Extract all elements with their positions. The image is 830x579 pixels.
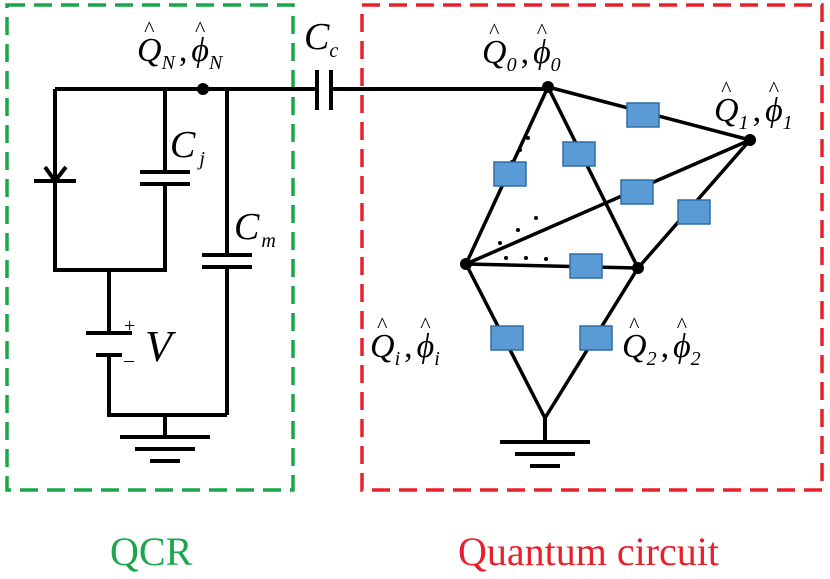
label-qi-q-sub: i — [394, 348, 401, 370]
edge-i-1 — [465, 138, 751, 266]
label-qn-phi: ϕ — [191, 18, 209, 68]
label-cc: Cc — [304, 16, 338, 61]
label-q2-q-sub: 2 — [646, 348, 657, 370]
label-q0-q-sub: 0 — [506, 54, 517, 76]
label-cm-sub: m — [261, 230, 276, 252]
label-qi-phi: ϕ — [417, 314, 435, 364]
label-v: V — [145, 322, 172, 371]
dotted-lines — [498, 136, 548, 261]
label-q2-q: Q — [622, 314, 647, 364]
label-q0: Q0,ϕ0 — [482, 20, 561, 75]
label-cc-main: C — [304, 16, 330, 58]
junction-box — [579, 325, 613, 351]
label-q2-comma: , — [660, 328, 670, 365]
cj-capacitor-icon — [140, 170, 190, 186]
junction-box — [569, 253, 603, 279]
label-q2: Q2,ϕ2 — [622, 314, 701, 369]
label-q1-q-sub: 1 — [738, 112, 749, 134]
label-qi-comma: , — [404, 328, 413, 365]
label-qn-q: Q — [137, 18, 162, 68]
cc-capacitor-icon — [315, 70, 333, 110]
label-qi-q: Q — [370, 314, 395, 364]
node-qn — [197, 83, 209, 95]
label-qn-phi-sub: N — [209, 52, 223, 74]
battery-wire — [107, 270, 227, 417]
label-qn: QN,ϕN — [137, 18, 222, 73]
junction-box — [677, 199, 711, 225]
label-q0-phi: ϕ — [533, 20, 551, 70]
node-2 — [632, 262, 644, 274]
label-q0-comma: , — [520, 34, 530, 71]
cj-wire — [109, 89, 167, 272]
label-cm-main: C — [234, 206, 260, 248]
label-q1-comma: , — [752, 92, 762, 129]
label-q1-phi-sub: 1 — [782, 112, 793, 134]
junction-box — [620, 179, 654, 205]
ground-icon-left — [120, 435, 210, 463]
ground-icon-right — [500, 440, 590, 468]
label-q0-q: Q — [482, 20, 507, 70]
junction-box — [562, 141, 596, 167]
junction-box — [626, 102, 660, 128]
quantum-box — [360, 3, 824, 492]
junction-box — [490, 325, 524, 351]
label-qn-comma: , — [178, 32, 188, 69]
battery-plus: + — [124, 315, 136, 337]
label-q1-phi: ϕ — [765, 78, 783, 128]
qcr-box — [5, 3, 295, 492]
label-cj-sub: j — [199, 148, 205, 170]
label-q2-phi: ϕ — [673, 314, 691, 364]
node-i — [460, 258, 472, 270]
junction-box — [493, 161, 527, 187]
battery-icon — [86, 331, 132, 357]
left-wire — [53, 89, 109, 272]
cm-capacitor-icon — [202, 253, 252, 269]
edge-0-2 — [546, 86, 640, 269]
label-q1: Q1,ϕ1 — [714, 78, 793, 133]
label-q2-phi-sub: 2 — [690, 348, 701, 370]
node-1 — [744, 134, 756, 146]
label-qn-q-sub: N — [161, 52, 175, 74]
label-qi: Qi,ϕi — [370, 314, 440, 369]
caption-quantum-circuit: Quantum circuit — [458, 529, 720, 574]
diode-icon — [34, 165, 76, 185]
label-q0-phi-sub: 0 — [550, 54, 561, 76]
label-qi-phi-sub: i — [434, 348, 440, 370]
label-q1-q: Q — [714, 78, 739, 128]
node-0 — [542, 81, 554, 93]
caption-qcr: QCR — [110, 529, 193, 574]
battery-minus: – — [124, 349, 134, 371]
label-cj-main: C — [170, 124, 196, 166]
edge-i-2 — [465, 262, 639, 270]
label-cc-sub: c — [329, 40, 339, 62]
